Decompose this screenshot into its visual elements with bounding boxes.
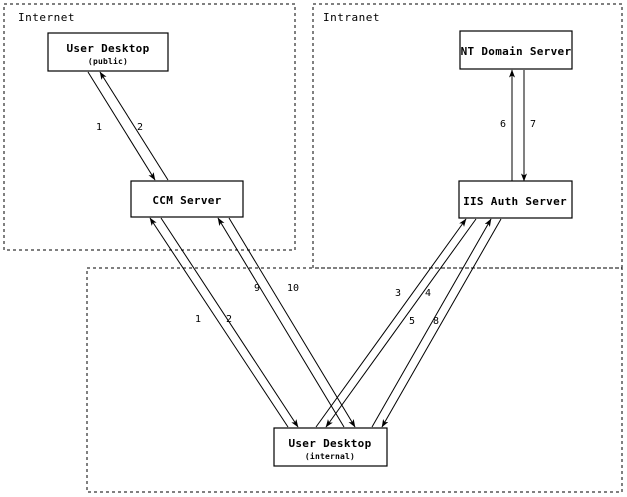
edge-label-1-public: 1 bbox=[96, 122, 102, 133]
edge-label-2-public: 2 bbox=[137, 122, 143, 133]
edge-label-1-internal: 1 bbox=[195, 314, 201, 325]
node-user-desktop-public-title: User Desktop bbox=[66, 42, 149, 55]
edge-3-internal-desktop-to-iis bbox=[315, 218, 467, 428]
edge-10-ccm-to-internal-desktop bbox=[228, 217, 356, 428]
edge-2-ccm-to-internal-desktop bbox=[160, 217, 299, 428]
node-user-desktop-public-subtitle: (public) bbox=[88, 56, 128, 66]
edge-2-ccm-to-public-desktop bbox=[99, 71, 169, 181]
edge-label-8: 8 bbox=[433, 316, 439, 327]
edge-5-internal-desktop-to-iis bbox=[371, 218, 492, 428]
node-nt-domain-server[interactable]: NT Domain Server bbox=[459, 30, 573, 70]
edge-1-internal-desktop-to-ccm bbox=[149, 217, 289, 428]
node-user-desktop-internal-title: User Desktop bbox=[288, 437, 371, 450]
edge-9-internal-desktop-to-ccm bbox=[217, 217, 345, 428]
node-iis-auth-server-title: IIS Auth Server bbox=[463, 195, 567, 208]
node-nt-domain-server-title: NT Domain Server bbox=[461, 45, 572, 58]
node-user-desktop-public[interactable]: User Desktop (public) bbox=[47, 32, 169, 72]
zone-internet-label: Internet bbox=[18, 11, 75, 24]
node-iis-auth-server[interactable]: IIS Auth Server bbox=[458, 180, 573, 219]
edge-label-3: 3 bbox=[395, 288, 401, 299]
edge-label-5: 5 bbox=[409, 316, 415, 327]
zone-internet-boundary bbox=[3, 3, 296, 251]
edge-label-4: 4 bbox=[425, 288, 431, 299]
zone-internal-boundary bbox=[86, 267, 623, 493]
edge-label-7: 7 bbox=[530, 119, 536, 130]
node-ccm-server[interactable]: CCM Server bbox=[130, 180, 244, 218]
edge-1-public-desktop-to-ccm bbox=[87, 71, 156, 181]
edge-label-2-internal: 2 bbox=[226, 314, 232, 325]
zone-intranet-label: Intranet bbox=[323, 11, 380, 24]
edge-label-10: 10 bbox=[287, 283, 299, 294]
node-ccm-server-title: CCM Server bbox=[152, 194, 221, 207]
edge-label-9: 9 bbox=[254, 283, 260, 294]
node-user-desktop-internal[interactable]: User Desktop (internal) bbox=[273, 427, 388, 467]
edge-8-iis-to-internal-desktop bbox=[381, 218, 502, 428]
edge-label-6: 6 bbox=[500, 119, 506, 130]
edge-4-iis-to-internal-desktop bbox=[325, 218, 477, 428]
node-user-desktop-internal-subtitle: (internal) bbox=[305, 451, 355, 461]
